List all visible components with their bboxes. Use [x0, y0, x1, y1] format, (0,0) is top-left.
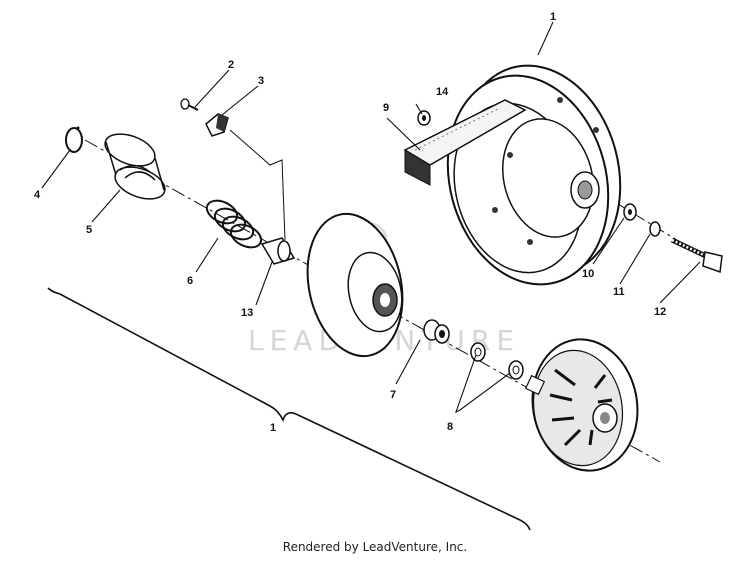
callout-2: 2 [228, 59, 234, 71]
assembly-bracket [47, 287, 531, 531]
leader-lines [41, 21, 701, 414]
callout-9: 9 [383, 102, 389, 114]
retaining-ring-4 [65, 126, 83, 153]
callout-12: 12 [654, 306, 666, 318]
spacer-7 [423, 319, 450, 344]
footer-credit: Rendered by LeadVenture, Inc. [282, 540, 468, 554]
callouts: 1 2 3 4 5 6 13 9 14 10 11 12 7 8 1 [34, 11, 666, 434]
callout-4: 4 [34, 189, 41, 201]
fixed-sheave [524, 338, 639, 472]
callout-13: 13 [241, 307, 253, 319]
washers-8 [470, 342, 524, 380]
movable-sheave [306, 212, 404, 358]
small-washer-14 [417, 110, 431, 126]
shaft-key [403, 99, 527, 186]
callout-1-top: 1 [550, 11, 556, 23]
weight-3 [205, 113, 229, 137]
washer-10 [623, 203, 637, 221]
lock-washer-11 [649, 221, 661, 237]
spring-6 [205, 199, 263, 249]
callout-3: 3 [258, 75, 264, 87]
callout-11: 11 [613, 286, 625, 298]
callout-10: 10 [582, 268, 594, 280]
bushing-13 [260, 237, 296, 265]
callout-5: 5 [86, 224, 92, 236]
drive-pulley [446, 64, 622, 286]
screw-2 [180, 98, 199, 111]
callout-1-bottom: 1 [270, 422, 276, 434]
callout-6: 6 [187, 275, 193, 287]
callout-7: 7 [390, 389, 396, 401]
callout-8: 8 [447, 421, 453, 433]
bolt-leader-line [229, 129, 286, 241]
callout-14: 14 [436, 86, 449, 98]
cam-spider-5 [104, 133, 166, 200]
bolt-12 [670, 237, 723, 274]
